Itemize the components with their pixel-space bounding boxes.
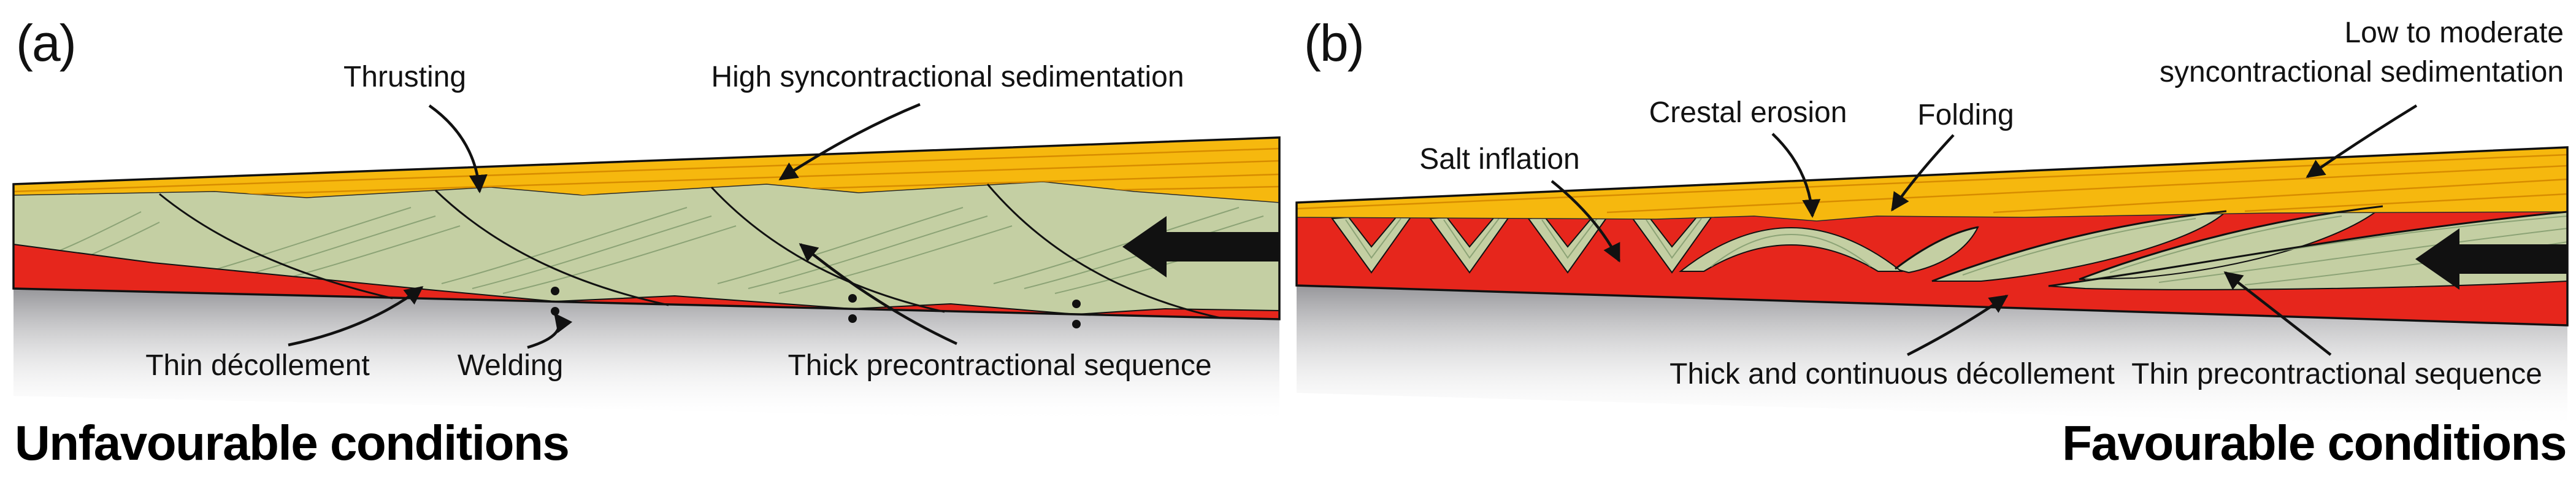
label-crestal-erosion: Crestal erosion — [1649, 96, 1847, 129]
label-low-sedimentation-line2: syncontractional sedimentation — [2159, 56, 2564, 88]
panel-b-id: (b) — [1304, 14, 1365, 72]
basement-gradient — [13, 289, 1279, 424]
leader-arrows — [1551, 104, 2418, 357]
thrust-fault — [2079, 205, 2383, 281]
thrust-fault — [710, 186, 945, 313]
leader-thin-decollement — [288, 286, 424, 347]
sediment-laminae — [1297, 153, 2567, 214]
label-welding: Welding — [457, 349, 564, 382]
thrust-fault — [434, 189, 669, 306]
label-thin-precontractional: Thin precontractional sequence — [2131, 358, 2542, 390]
leader-thick-decollement — [1906, 295, 2009, 357]
panel-b-title: Favourable conditions — [2062, 416, 2567, 470]
label-thick-precontractional: Thick precontractional sequence — [788, 349, 1212, 382]
basement-gradient — [1297, 285, 2567, 430]
thrust-fault — [986, 184, 1221, 319]
shortening-arrow-icon — [2415, 228, 2567, 290]
thrust-fault — [159, 193, 393, 300]
section-outline — [12, 136, 1281, 320]
shortening-arrow-icon — [1122, 216, 1279, 277]
panel-a-diagram — [12, 103, 1281, 424]
thrust-fault — [2048, 211, 2568, 287]
leader-folding — [1891, 134, 1955, 212]
leader-low-sedimentation — [2306, 104, 2418, 178]
leader-salt-inflation — [1551, 180, 1621, 263]
thrust-faults — [159, 184, 1221, 319]
leader-arrows — [288, 103, 957, 349]
section-outline — [1295, 146, 2569, 327]
panel-a-id: (a) — [16, 14, 77, 72]
panel-a-title: Unfavourable conditions — [15, 416, 570, 470]
panel-b-diagram — [1295, 104, 2569, 430]
panel-b: (b) Salt inflation Crestal erosion Foldi… — [1288, 0, 2576, 496]
leader-high-sedimentation — [778, 103, 921, 180]
leader-crestal-erosion — [1771, 133, 1821, 218]
label-high-sedimentation: High syncontractional sedimentation — [711, 61, 1184, 93]
thrust-faults — [1895, 205, 2568, 287]
fold-band — [1679, 227, 1903, 272]
leader-thick-precontractional — [799, 243, 957, 346]
leader-thrusting — [428, 104, 488, 193]
thrust-fault — [1895, 226, 1979, 270]
leader-thin-precontractional — [2223, 271, 2332, 356]
label-thrusting: Thrusting — [343, 61, 467, 93]
label-folding: Folding — [1917, 99, 2014, 131]
leader-welding — [527, 312, 573, 349]
panel-a: (a) Thrusting High syncontractional sedi… — [12, 14, 1281, 470]
thrust-fault — [1931, 210, 2227, 282]
label-thick-decollement: Thick and continuous décollement — [1669, 358, 2115, 390]
label-thin-decollement: Thin décollement — [145, 349, 370, 382]
label-low-sedimentation-line1: Low to moderate — [2344, 17, 2564, 49]
label-salt-inflation: Salt inflation — [1419, 143, 1580, 176]
